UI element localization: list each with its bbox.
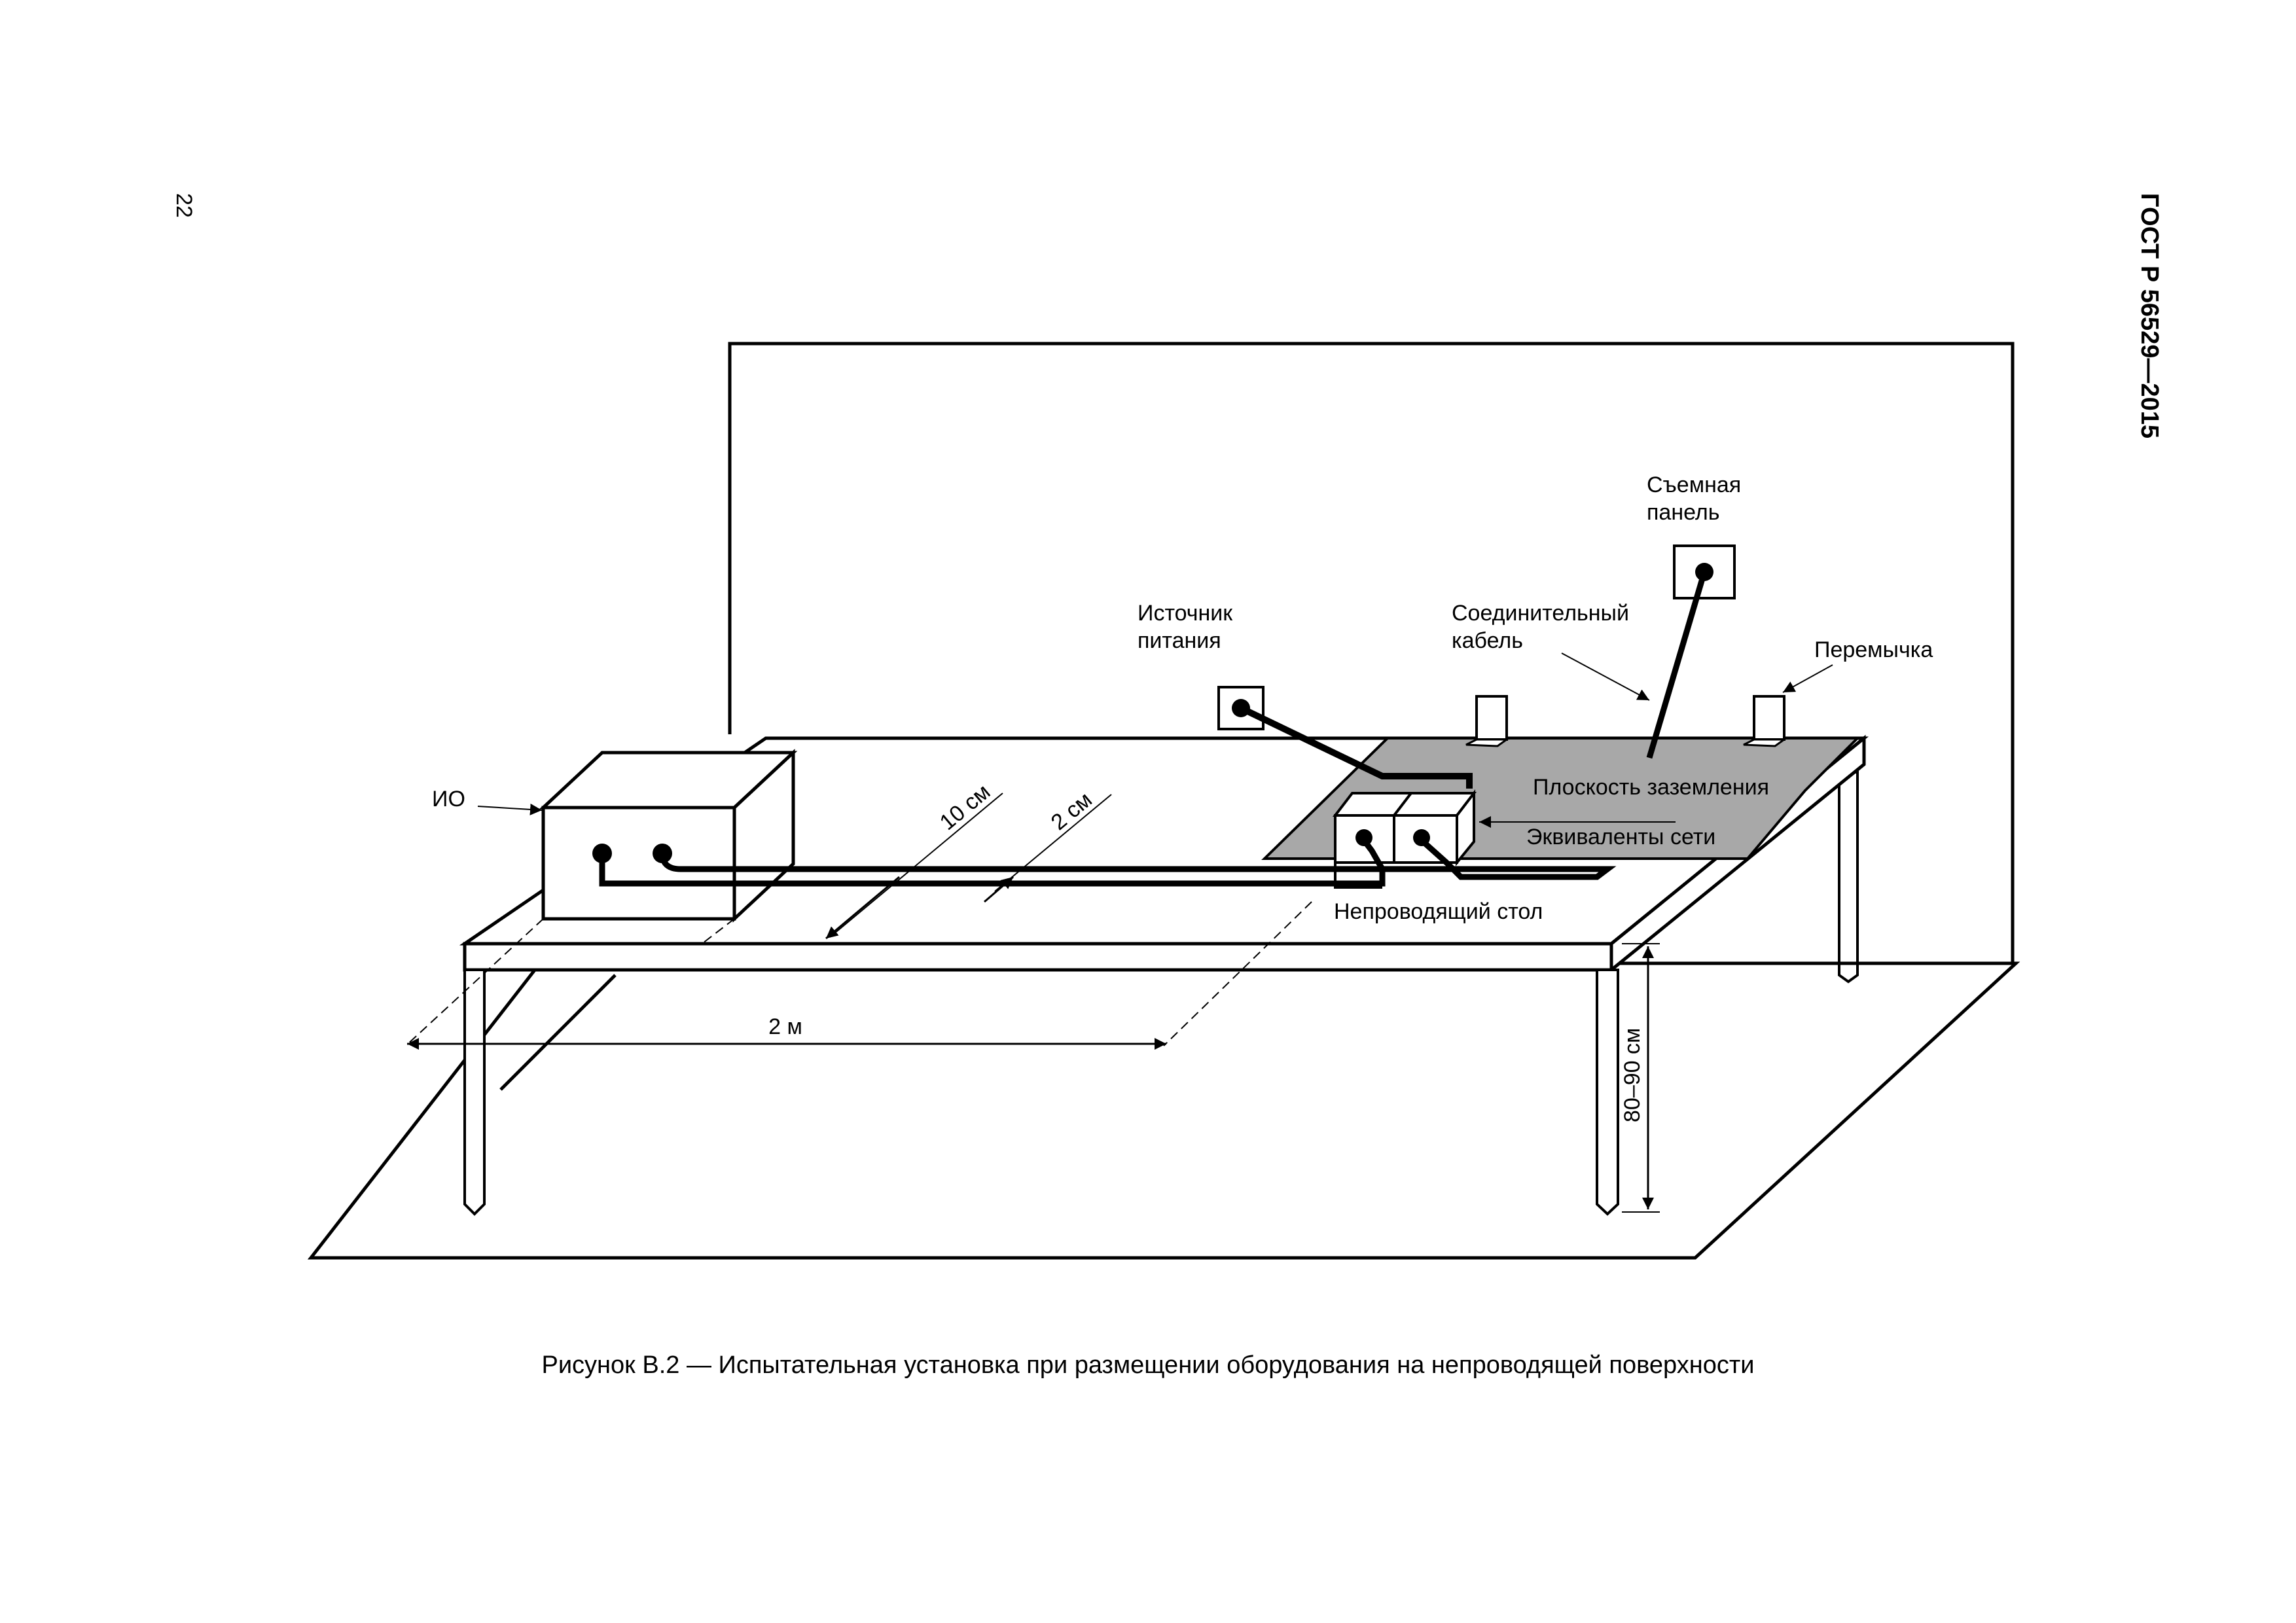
floor-plane bbox=[307, 961, 2020, 1260]
label-network-equivalents: Эквиваленты сети bbox=[1526, 825, 1715, 849]
label-ground-plane: Плоскость заземления bbox=[1533, 775, 1769, 800]
eut-cable-upper bbox=[659, 838, 1617, 880]
eut-cable-lower bbox=[599, 838, 1386, 887]
dim-2cm-line bbox=[984, 876, 1014, 903]
label-jumper: Перемычка bbox=[1814, 637, 1933, 662]
table-leg-front-right bbox=[1596, 969, 1619, 1216]
back-wall bbox=[728, 342, 2015, 963]
label-power-source-line2: питания bbox=[1138, 628, 1221, 653]
dim-10cm-line bbox=[825, 876, 900, 940]
table-leg-back-right bbox=[1838, 771, 1859, 984]
table-front-edge bbox=[463, 942, 1613, 972]
network-equivalents bbox=[1332, 789, 1477, 866]
dim-2m-label: 2 м bbox=[768, 1014, 802, 1039]
table-leg-back-left bbox=[499, 974, 617, 1091]
eut-box bbox=[539, 749, 798, 923]
label-connecting-cable-line2: кабель bbox=[1452, 628, 1523, 653]
jumper-right bbox=[1753, 695, 1785, 741]
power-cable bbox=[1239, 705, 1473, 789]
label-eut: ИО bbox=[432, 787, 465, 812]
label-connecting-cable-line1: Соединительный bbox=[1452, 601, 1629, 626]
jumper-left bbox=[1475, 695, 1508, 741]
table-leg-front-left bbox=[463, 969, 486, 1216]
label-removable-panel-line2: панель bbox=[1647, 500, 1719, 525]
dim-height-label: 80–90 см bbox=[1620, 1028, 1645, 1122]
label-removable-panel-line1: Съемная bbox=[1647, 473, 1741, 497]
label-power-source-line1: Источник bbox=[1138, 601, 1233, 626]
label-nonconductive-table: Непроводящий стол bbox=[1334, 899, 1543, 924]
connecting-cable bbox=[1646, 571, 1708, 759]
figure-caption: Рисунок В.2 — Испытательная установка пр… bbox=[541, 1351, 1755, 1379]
